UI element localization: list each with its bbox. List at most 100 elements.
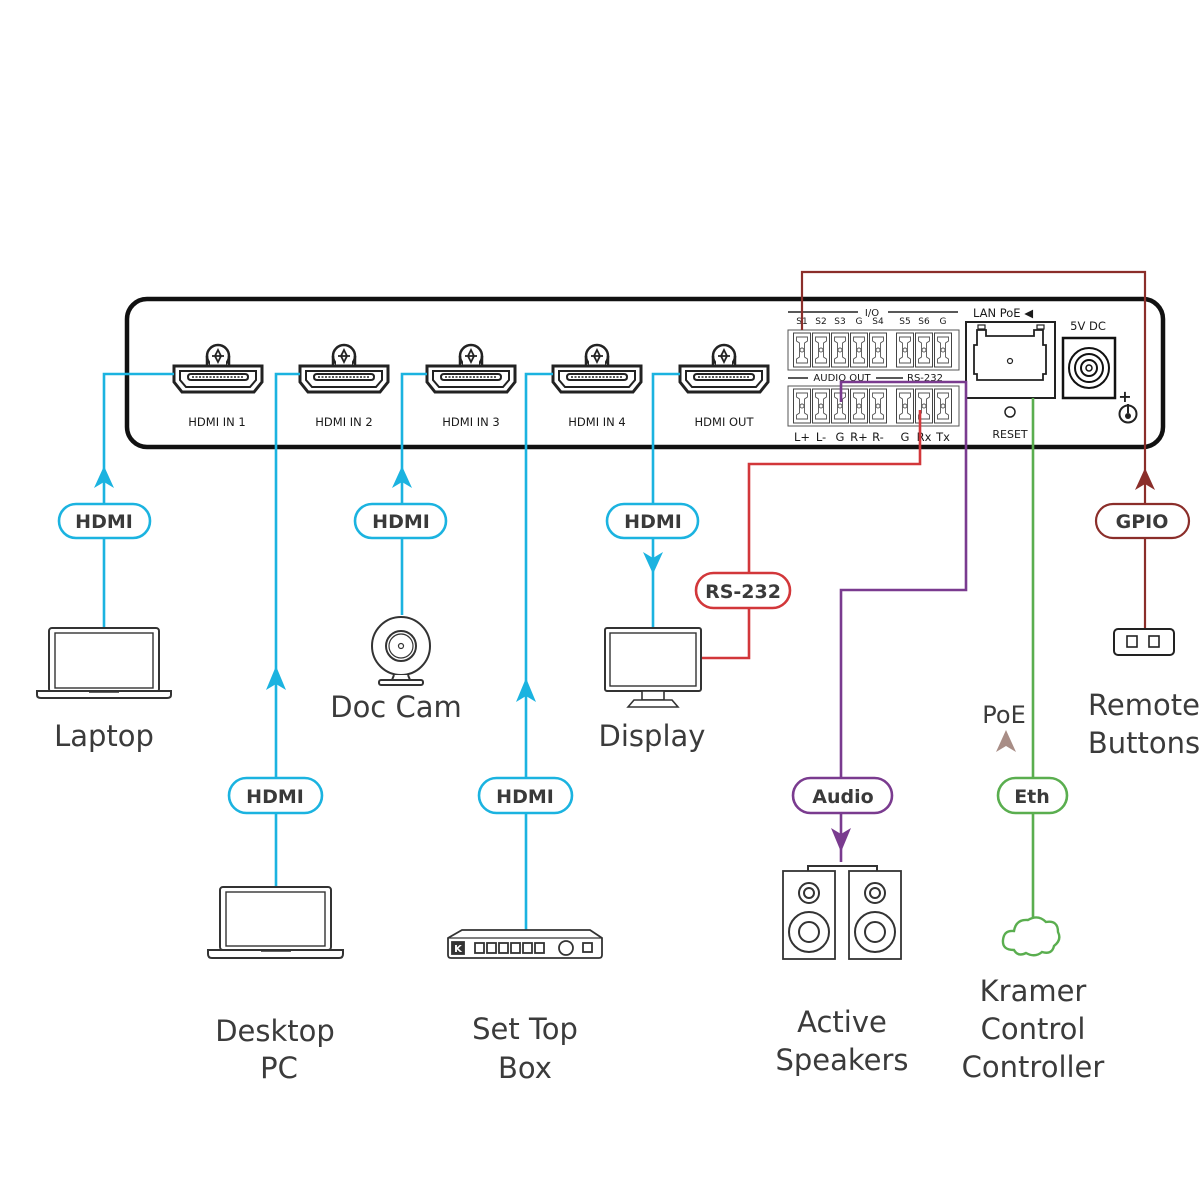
audio-terminal-pin[interactable] [812,388,830,424]
io-pin-label: G [856,317,863,327]
audio-pin-label: R+ [850,430,868,444]
svg-text:HDMI: HDMI [246,786,304,808]
doccam-label: Doc Cam [330,690,462,724]
hdmi-in-2-label: HDMI IN 2 [315,415,372,429]
cloud-icon [1001,916,1061,957]
display-hdmi-cable [651,372,680,630]
controller-label-line1: Kramer [980,974,1087,1008]
laptop-icon [36,627,172,699]
hdmi-in-3-label: HDMI IN 3 [442,415,499,429]
desktop-label-line2: PC [260,1051,298,1085]
power-label: 5V DC [1070,319,1106,333]
rs232-header-label: RS-232 [907,373,943,384]
doccam-arrow-icon [392,466,412,488]
io-label: I/O [865,308,879,319]
audio-pin-label: L+ [794,430,810,444]
svg-text:HDMI: HDMI [624,511,682,533]
io-pin-label: S6 [918,317,930,327]
reset-label: RESET [992,428,1028,441]
controller-label-line3: Controller [962,1050,1105,1084]
set-top-box-icon: K [447,929,603,959]
speakers-label-line2: Speakers [775,1043,908,1077]
svg-text:Audio: Audio [812,786,873,808]
laptop-label: Laptop [54,719,154,753]
io-terminal-pin[interactable] [793,332,811,368]
settop-label-line1: Set Top [472,1012,578,1046]
svg-text:GPIO: GPIO [1116,511,1169,533]
rs232-pill: RS-232 [694,571,792,610]
reset-button[interactable] [1004,406,1016,418]
gpio-pill: GPIO [1094,502,1191,540]
doc-cam-icon [371,616,431,686]
io-terminal-pin[interactable] [869,332,887,368]
audio-terminal-pin[interactable] [793,388,811,424]
polarity-icon [1118,404,1138,424]
io-pin-label: S5 [899,317,910,327]
hdmi-in-1-label: HDMI IN 1 [188,415,245,429]
eth-pill: Eth [996,776,1069,815]
power-plus-symbol: + [1118,387,1131,406]
poe-arrow-icon [996,730,1016,752]
controller-label-line2: Control [981,1012,1086,1046]
gpio-cable [800,270,1147,628]
io-pin-label: S4 [872,317,884,327]
io-pin-label: S2 [815,317,826,327]
audio-arrow-icon [831,828,851,852]
remote-buttons-icon [1113,628,1175,656]
audio-pin-label: L- [816,430,826,444]
audio-pin-label: R- [872,430,884,444]
io-terminal-pin[interactable] [831,332,849,368]
rs232-terminal-pin[interactable] [896,388,914,424]
io-pin-label: G [940,317,947,327]
remote-label-line1: Remote [1088,688,1200,722]
rs232-pin-label: G [901,430,910,444]
doccam-hdmi-pill: HDMI [353,502,448,540]
audio-cable [839,380,968,862]
svg-text:HDMI: HDMI [496,786,554,808]
io-terminal-pin[interactable] [812,332,830,368]
desktop-hdmi-pill: HDMI [227,776,324,815]
settop-hdmi-pill: HDMI [477,776,574,815]
speakers-label-line1: Active [797,1005,887,1039]
audio-out-label: AUDIO OUT [813,373,871,384]
rs232-terminal-pin[interactable] [915,388,933,424]
desktop-pc-icon [207,886,344,959]
desktop-arrow-icon [266,666,286,690]
power-jack[interactable] [1061,336,1117,400]
display-hdmi-pill: HDMI [605,502,700,540]
hdmi-in-4-label: HDMI IN 4 [568,415,625,429]
io-terminal-pin[interactable] [915,332,933,368]
settop-arrow-icon [516,678,536,702]
laptop-arrow-icon [94,466,114,488]
remote-label-line2: Buttons [1088,726,1200,760]
display-label: Display [599,719,706,753]
speakers-icon [782,865,902,960]
hdmi-out-label: HDMI OUT [695,415,755,429]
laptop-hdmi-cable [102,372,174,628]
display-arrow-icon [643,552,663,574]
display-icon [604,627,702,708]
rs232-cable [701,410,922,660]
poe-label: PoE [982,701,1025,729]
audio-terminal-pin[interactable] [869,388,887,424]
svg-text:HDMI: HDMI [75,511,133,533]
lan-poe-label: LAN PoE ◀ [973,306,1033,320]
io-terminal-pin[interactable] [850,332,868,368]
audio-pill: Audio [791,776,894,815]
rs232-terminal-pin[interactable] [934,388,952,424]
io-terminal-pin[interactable] [896,332,914,368]
laptop-hdmi-pill: HDMI [57,502,152,540]
settop-hdmi-cable [524,372,553,932]
audio-terminal-pin[interactable] [850,388,868,424]
io-pin-label: S3 [834,317,845,327]
desktop-hdmi-cable [274,372,300,888]
lan-poe-port[interactable] [965,321,1056,399]
io-terminal-pin[interactable] [934,332,952,368]
desktop-label-line1: Desktop [215,1014,335,1048]
audio-pin-label: G [836,430,845,444]
svg-text:K: K [454,944,463,955]
svg-text:Eth: Eth [1014,786,1050,808]
